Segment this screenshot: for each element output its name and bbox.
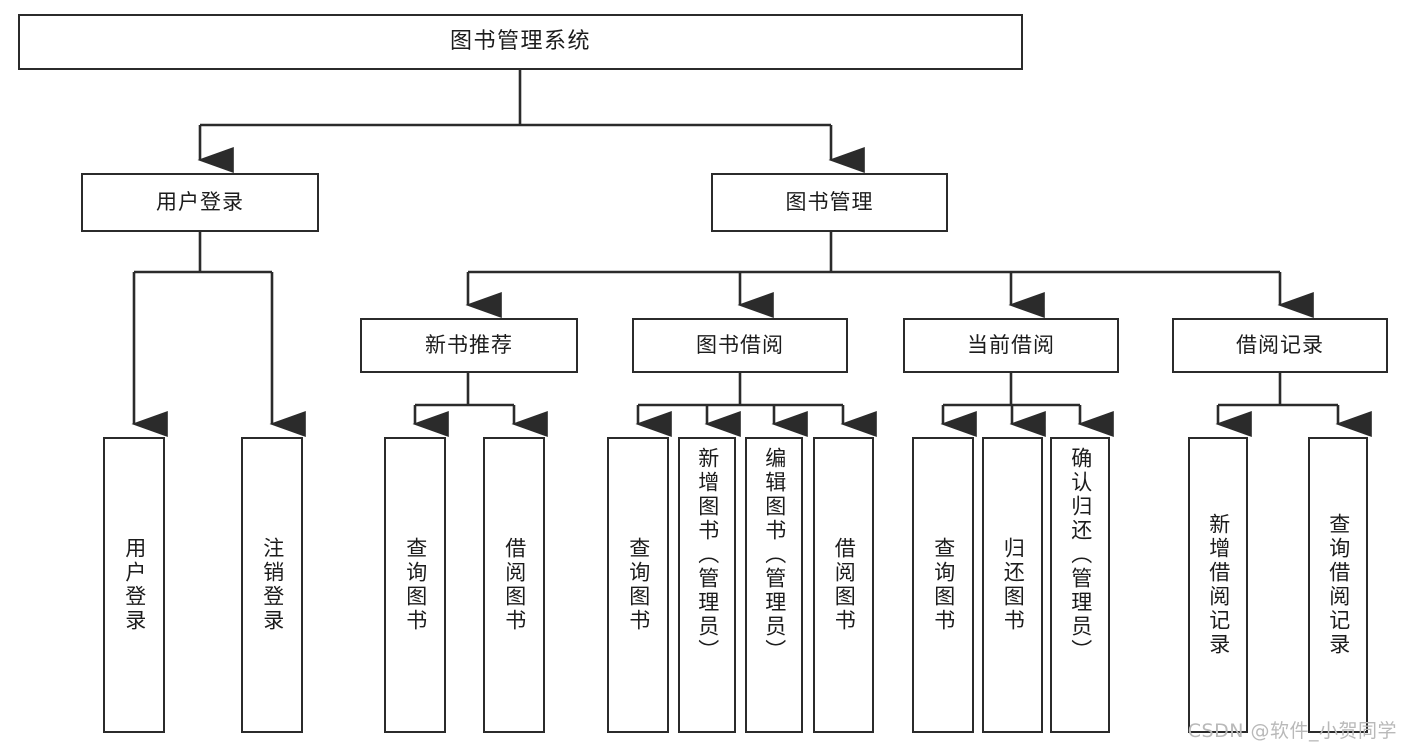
node-leaf-11-label: 新增借阅记录 bbox=[1206, 513, 1231, 657]
node-level3-3-label: 借阅记录 bbox=[1236, 333, 1324, 358]
node-leaf-10[interactable]: 确认归还（管理员） bbox=[1050, 437, 1110, 733]
node-leaf-0[interactable]: 用户登录 bbox=[103, 437, 165, 733]
node-level3-1[interactable]: 图书借阅 bbox=[632, 318, 848, 373]
node-leaf-9[interactable]: 归还图书 bbox=[982, 437, 1043, 733]
node-leaf-0-label: 用户登录 bbox=[122, 537, 147, 633]
node-leaf-9-label: 归还图书 bbox=[1001, 537, 1026, 633]
node-leaf-3[interactable]: 借阅图书 bbox=[483, 437, 545, 733]
node-leaf-7-label: 借阅图书 bbox=[832, 537, 857, 633]
node-leaf-3-label: 借阅图书 bbox=[502, 537, 527, 633]
csdn-watermark: CSDN @软件_小贺同学 bbox=[1187, 720, 1397, 742]
node-leaf-6[interactable]: 编辑图书（管理员） bbox=[745, 437, 803, 733]
node-level2-1[interactable]: 图书管理 bbox=[711, 173, 948, 232]
node-leaf-1-label: 注销登录 bbox=[260, 537, 285, 633]
node-leaf-8[interactable]: 查询图书 bbox=[912, 437, 974, 733]
node-leaf-8-label: 查询图书 bbox=[931, 537, 956, 633]
node-leaf-7[interactable]: 借阅图书 bbox=[813, 437, 874, 733]
node-leaf-5[interactable]: 新增图书（管理员） bbox=[678, 437, 736, 733]
node-leaf-12-label: 查询借阅记录 bbox=[1326, 513, 1351, 657]
node-leaf-10-label: 确认归还（管理员） bbox=[1068, 447, 1093, 663]
node-leaf-12[interactable]: 查询借阅记录 bbox=[1308, 437, 1368, 733]
node-leaf-4[interactable]: 查询图书 bbox=[607, 437, 669, 733]
node-level3-3[interactable]: 借阅记录 bbox=[1172, 318, 1388, 373]
node-level3-0[interactable]: 新书推荐 bbox=[360, 318, 578, 373]
node-leaf-2[interactable]: 查询图书 bbox=[384, 437, 446, 733]
node-level2-0[interactable]: 用户登录 bbox=[81, 173, 319, 232]
node-leaf-1[interactable]: 注销登录 bbox=[241, 437, 303, 733]
node-level3-2[interactable]: 当前借阅 bbox=[903, 318, 1119, 373]
node-leaf-11[interactable]: 新增借阅记录 bbox=[1188, 437, 1248, 733]
node-root[interactable]: 图书管理系统 bbox=[18, 14, 1023, 70]
node-level3-0-label: 新书推荐 bbox=[425, 333, 513, 358]
node-root-label: 图书管理系统 bbox=[449, 29, 591, 55]
node-level3-2-label: 当前借阅 bbox=[967, 333, 1055, 358]
node-leaf-6-label: 编辑图书（管理员） bbox=[762, 447, 787, 663]
node-level3-1-label: 图书借阅 bbox=[696, 333, 784, 358]
node-level2-0-label: 用户登录 bbox=[156, 190, 244, 215]
node-leaf-2-label: 查询图书 bbox=[403, 537, 428, 633]
node-leaf-4-label: 查询图书 bbox=[626, 537, 651, 633]
node-level2-1-label: 图书管理 bbox=[785, 190, 874, 215]
node-leaf-5-label: 新增图书（管理员） bbox=[695, 447, 720, 663]
